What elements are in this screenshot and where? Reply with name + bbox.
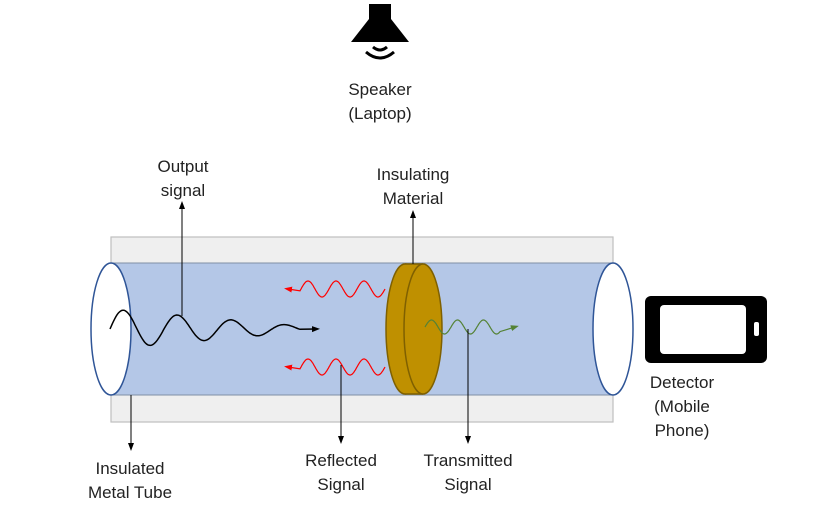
insulating-material-disc <box>385 263 443 395</box>
output-signal-wave <box>109 309 320 347</box>
mobile-phone-icon <box>645 296 767 363</box>
speaker-label: Speaker(Laptop) <box>348 80 412 123</box>
tube-left-end-cap <box>90 262 132 396</box>
speaker-icon <box>351 4 409 60</box>
reflected-signal-wave-top <box>284 280 386 298</box>
insulated-metal-tube <box>90 236 634 423</box>
reflected-signal-wave-bottom <box>284 358 386 376</box>
tube-right-end-cap <box>592 262 634 396</box>
transmitted-signal-wave <box>424 319 519 335</box>
